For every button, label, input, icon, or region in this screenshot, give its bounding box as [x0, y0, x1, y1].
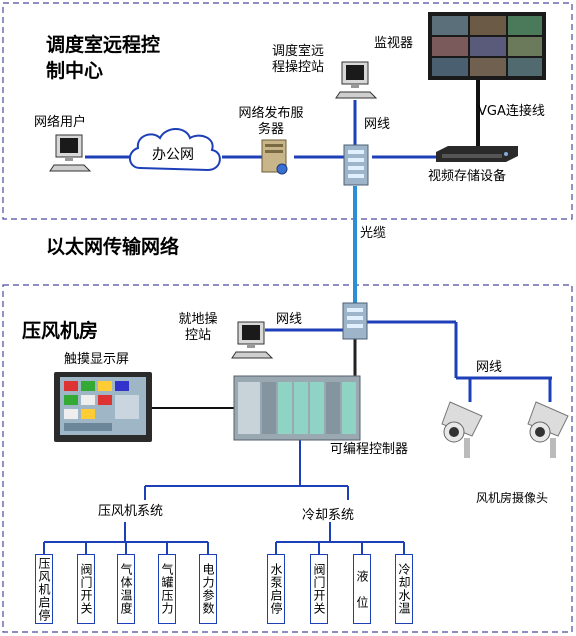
- plc-label: 可编程控制器: [330, 442, 409, 457]
- touch-screen-label: 触摸显示屏: [64, 352, 130, 367]
- local-station-computer-icon: [231, 321, 274, 359]
- publish-server-icon: [261, 139, 288, 175]
- camera-right-icon: [527, 401, 569, 458]
- top-switch-icon: [343, 144, 369, 186]
- office-cloud-icon: [129, 128, 221, 172]
- vga-label: VGA连接线: [478, 104, 545, 119]
- network-line-mid-label: 网线: [276, 312, 303, 327]
- compressor-item-box: 电力参数: [199, 554, 217, 624]
- compressor-item-box: 压风机启停: [35, 554, 53, 624]
- compressor-item-label: 阀门开关: [79, 563, 93, 615]
- network-user-label: 网络用户: [34, 115, 87, 130]
- compressor-item-label: 气罐压力: [160, 563, 174, 615]
- bottom-switch-icon: [342, 302, 368, 340]
- control-center-zone: [2, 2, 573, 220]
- cooling-item-label: 冷却水温: [397, 563, 411, 615]
- fiber-label: 光缆: [360, 226, 387, 241]
- cooling-item-box: 液 位: [353, 554, 371, 624]
- cooling-item-box: 水泵启停: [267, 554, 285, 624]
- remote-station-computer-icon: [335, 61, 378, 99]
- cameras-label: 风机房摄像头: [476, 491, 549, 505]
- local-station-label: 就地操 控站: [178, 312, 218, 343]
- camera-left-icon: [441, 401, 483, 458]
- remote-station-label: 调度室远 程操控站: [271, 44, 324, 75]
- compressor-room-title: 压风机房: [22, 320, 99, 342]
- compressor-item-box: 气罐压力: [158, 554, 176, 624]
- compressor-item-label: 气体温度: [119, 563, 133, 615]
- cooling-item-label: 阀门开关: [312, 563, 326, 615]
- network-line-cam-label: 网线: [476, 360, 503, 375]
- publish-server-label: 网络发布服 务器: [238, 106, 304, 137]
- cooling-item-label: 水泵启停: [269, 563, 283, 615]
- office-net-label: 办公网: [152, 147, 194, 163]
- monitor-label: 监视器: [374, 36, 414, 51]
- network-line-top-label: 网线: [364, 117, 391, 132]
- monitor-icon: [428, 12, 546, 80]
- video-storage-icon: [436, 146, 518, 162]
- transmission-title: 以太网传输网络: [46, 236, 180, 258]
- control-center-title: 调度室远程控 制中心: [46, 34, 161, 82]
- compressor-item-label: 电力参数: [201, 563, 215, 615]
- cooling-item-label: 液 位: [355, 569, 369, 609]
- touch-screen-icon: [54, 372, 152, 442]
- compressor-item-box: 气体温度: [117, 554, 135, 624]
- network-user-computer-icon: [49, 134, 92, 172]
- video-storage-label: 视频存储设备: [428, 169, 507, 184]
- cooling-item-box: 阀门开关: [310, 554, 328, 624]
- plc-icon: [233, 375, 361, 441]
- compressor-item-box: 阀门开关: [77, 554, 95, 624]
- compressor-system-label: 压风机系统: [98, 504, 164, 519]
- compressor-room-zone: [2, 284, 573, 633]
- compressor-item-label: 压风机启停: [37, 556, 51, 622]
- cooling-system-label: 冷却系统: [302, 508, 355, 523]
- cooling-item-box: 冷却水温: [395, 554, 413, 624]
